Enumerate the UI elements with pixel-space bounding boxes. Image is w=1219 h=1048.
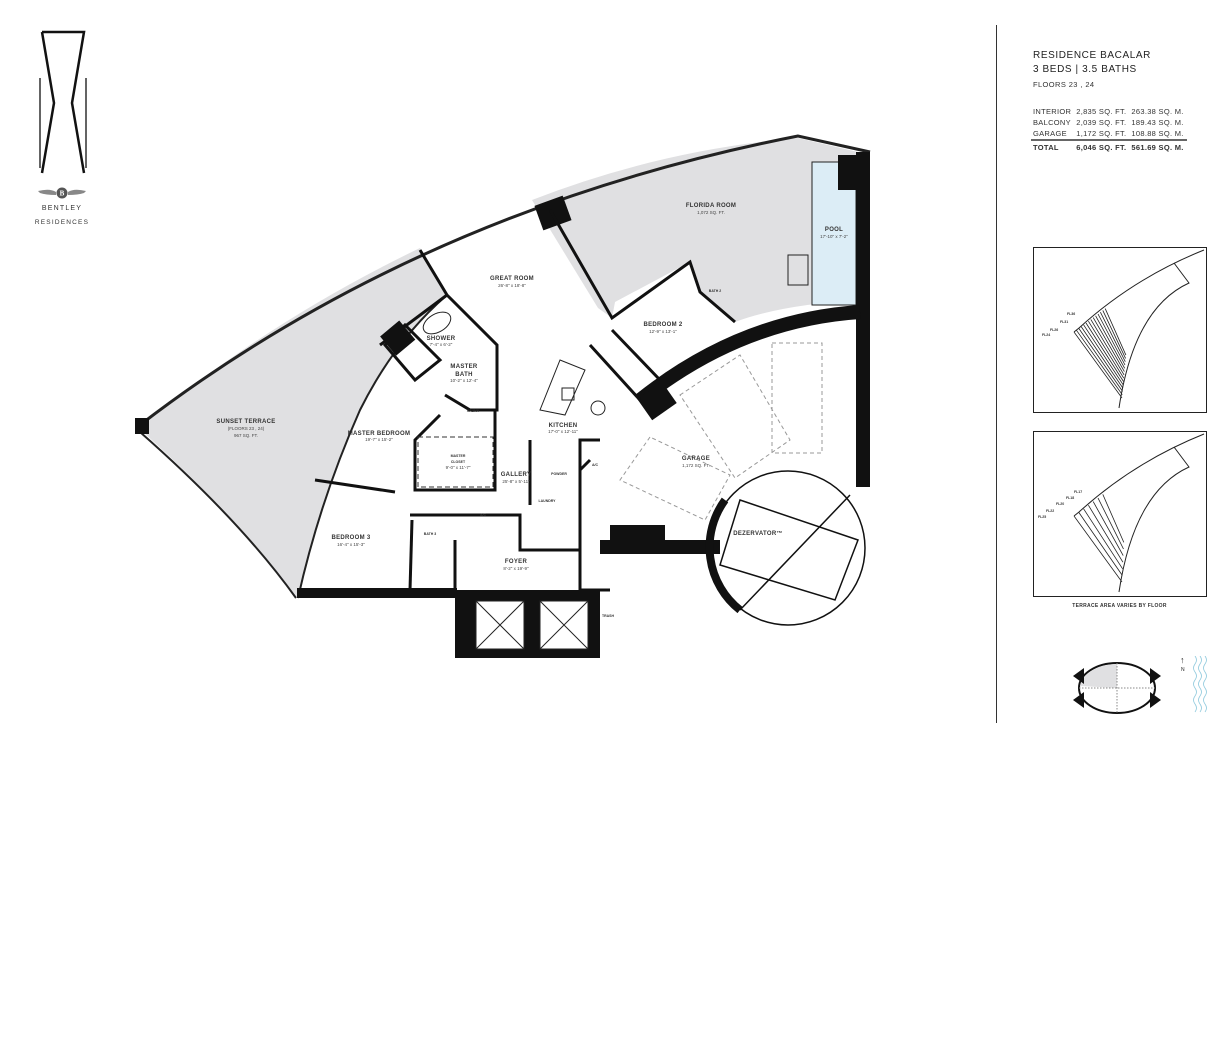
terrace-hatch-line — [1102, 310, 1126, 359]
svg-text:A/C: A/C — [592, 463, 599, 467]
svg-text:BATH 2: BATH 2 — [709, 289, 721, 293]
terrace-hatch-line — [1073, 331, 1123, 399]
svg-text:16'-4" x 15'-3": 16'-4" x 15'-3" — [337, 542, 365, 547]
svg-text:967 SQ. FT.: 967 SQ. FT. — [234, 433, 258, 438]
svg-text:26'-8" x 18'-8": 26'-8" x 18'-8" — [498, 283, 526, 288]
terrace-hatch-line — [1078, 328, 1123, 392]
svg-text:FL25: FL25 — [1038, 515, 1046, 519]
label-garage: GARAGE — [682, 456, 710, 462]
terrace-hatch-line — [1088, 504, 1124, 563]
svg-text:FL18: FL18 — [1066, 496, 1074, 500]
svg-text:1,172 SQ. FT.: 1,172 SQ. FT. — [682, 463, 710, 468]
svg-text:A/C: A/C — [480, 513, 487, 517]
terrace-hatch-line — [1100, 312, 1126, 362]
terrace-hatch-line — [1078, 512, 1123, 576]
keyplan-caption: TERRACE AREA VARIES BY FLOOR — [1072, 603, 1167, 609]
terrace-hatch-line — [1083, 508, 1123, 570]
svg-text:TRASH: TRASH — [602, 614, 615, 618]
bentley-wings-icon: B — [38, 187, 86, 199]
svg-text:7'-4" x 6'-2": 7'-4" x 6'-2" — [430, 342, 453, 347]
svg-text:SAUNA: SAUNA — [467, 409, 480, 413]
terrace-hatch-line — [1090, 319, 1125, 376]
label-master-bedroom: MASTER BEDROOM — [348, 431, 411, 437]
terrace-hatch-line — [1080, 326, 1124, 389]
north-arrow-icon: ↑ — [1180, 655, 1185, 665]
label-bedroom-3: BEDROOM 3 — [331, 535, 370, 541]
terrace-hatch-line — [1085, 322, 1124, 382]
terrace-hatch-line — [1088, 320, 1125, 379]
svg-text:25'-8" x 5'-11": 25'-8" x 5'-11" — [502, 479, 530, 484]
water-waves-icon — [1193, 656, 1207, 713]
label-dezervator: DEZERVATOR™ — [733, 530, 783, 537]
label-florida-room: FLORIDA ROOM — [686, 203, 736, 209]
sunset-terrace-area — [143, 248, 447, 598]
terrace-hatch-line — [1097, 313, 1126, 366]
brand-name: BENTLEY — [41, 205, 83, 212]
brand-subtitle: RESIDENCES — [34, 219, 90, 226]
svg-text:12'-9" x 13'-1": 12'-9" x 13'-1" — [649, 329, 677, 334]
residence-floors: FLOORS 23 , 24 — [1033, 80, 1095, 89]
svg-text:B: B — [60, 190, 65, 198]
svg-text:(FLOORS 23 , 24): (FLOORS 23 , 24) — [228, 426, 265, 431]
label-master-bath: MASTER — [450, 364, 477, 370]
terrace-hatch-line — [1076, 329, 1123, 395]
terrace-hatch-line — [1092, 501, 1124, 556]
label-pool: POOL — [825, 227, 843, 233]
svg-text:FL26: FL26 — [1050, 328, 1058, 332]
svg-text:1,072 SQ. FT.: 1,072 SQ. FT. — [697, 210, 725, 215]
svg-text:17'-10" x 7'-2": 17'-10" x 7'-2" — [820, 234, 848, 239]
terrace-hatch-line — [1083, 324, 1124, 386]
residence-title: RESIDENCE BACALAR 3 BEDS | 3.5 BATHS — [1033, 50, 1152, 75]
keyplan-upper-floors: FL36 FL31 FL26 FL24 — [1033, 247, 1207, 413]
svg-text:BATH 3: BATH 3 — [424, 532, 436, 536]
north-label: N — [1181, 667, 1185, 673]
svg-text:LAUNDRY: LAUNDRY — [539, 499, 557, 503]
svg-text:FL17: FL17 — [1074, 490, 1082, 494]
svg-text:19'-7" x 15'-2": 19'-7" x 15'-2" — [365, 437, 393, 442]
svg-text:17'-0" x 12'-11": 17'-0" x 12'-11" — [548, 429, 578, 434]
svg-text:9'-0" x 11'-7": 9'-0" x 11'-7" — [446, 465, 471, 470]
terrace-hatch-line — [1073, 515, 1123, 583]
label-bedroom-2: BEDROOM 2 — [643, 322, 682, 328]
svg-text:BATH: BATH — [455, 372, 472, 378]
label-master-closet: MASTER — [451, 454, 466, 458]
floor-plan: SUNSET TERRACE (FLOORS 23 , 24) 967 SQ. … — [135, 134, 871, 658]
label-shower: SHOWER — [427, 336, 456, 342]
svg-text:FL20: FL20 — [1056, 502, 1064, 506]
label-sunset-terrace: SUNSET TERRACE — [216, 419, 275, 425]
divider — [996, 25, 997, 723]
terrace-hatch-line — [1092, 317, 1125, 372]
exterior-glazing — [139, 134, 871, 427]
svg-text:FL22: FL22 — [1046, 509, 1054, 513]
svg-text:10'-2" x 12'-4": 10'-2" x 12'-4" — [450, 378, 478, 383]
terrace-hatch-line — [1097, 497, 1124, 550]
svg-text:8'-2" x 19'-9": 8'-2" x 19'-9" — [503, 566, 529, 571]
label-great-room: GREAT ROOM — [490, 276, 534, 282]
terrace-hatch-line — [1104, 308, 1127, 356]
svg-text:POWDER: POWDER — [551, 472, 567, 476]
garage-wall — [635, 305, 861, 406]
florida-room-area — [532, 138, 858, 322]
svg-text:FL24: FL24 — [1042, 333, 1050, 337]
svg-text:FL31: FL31 — [1060, 320, 1068, 324]
residence-logo-icon — [39, 30, 87, 174]
svg-text:CLOSET: CLOSET — [451, 460, 466, 464]
dezervator-lift — [705, 470, 866, 626]
label-foyer: FOYER — [505, 559, 528, 565]
svg-text:FL36: FL36 — [1067, 312, 1075, 316]
terrace-hatch-line — [1102, 494, 1125, 543]
keyplan-lower-floors: FL17 FL18 FL20 FL22 FL25 — [1033, 431, 1207, 597]
label-gallery: GALLERY — [501, 472, 532, 478]
terrace-hatch-line — [1095, 315, 1126, 369]
building-site-key — [1073, 662, 1161, 714]
label-kitchen: KITCHEN — [549, 423, 578, 429]
